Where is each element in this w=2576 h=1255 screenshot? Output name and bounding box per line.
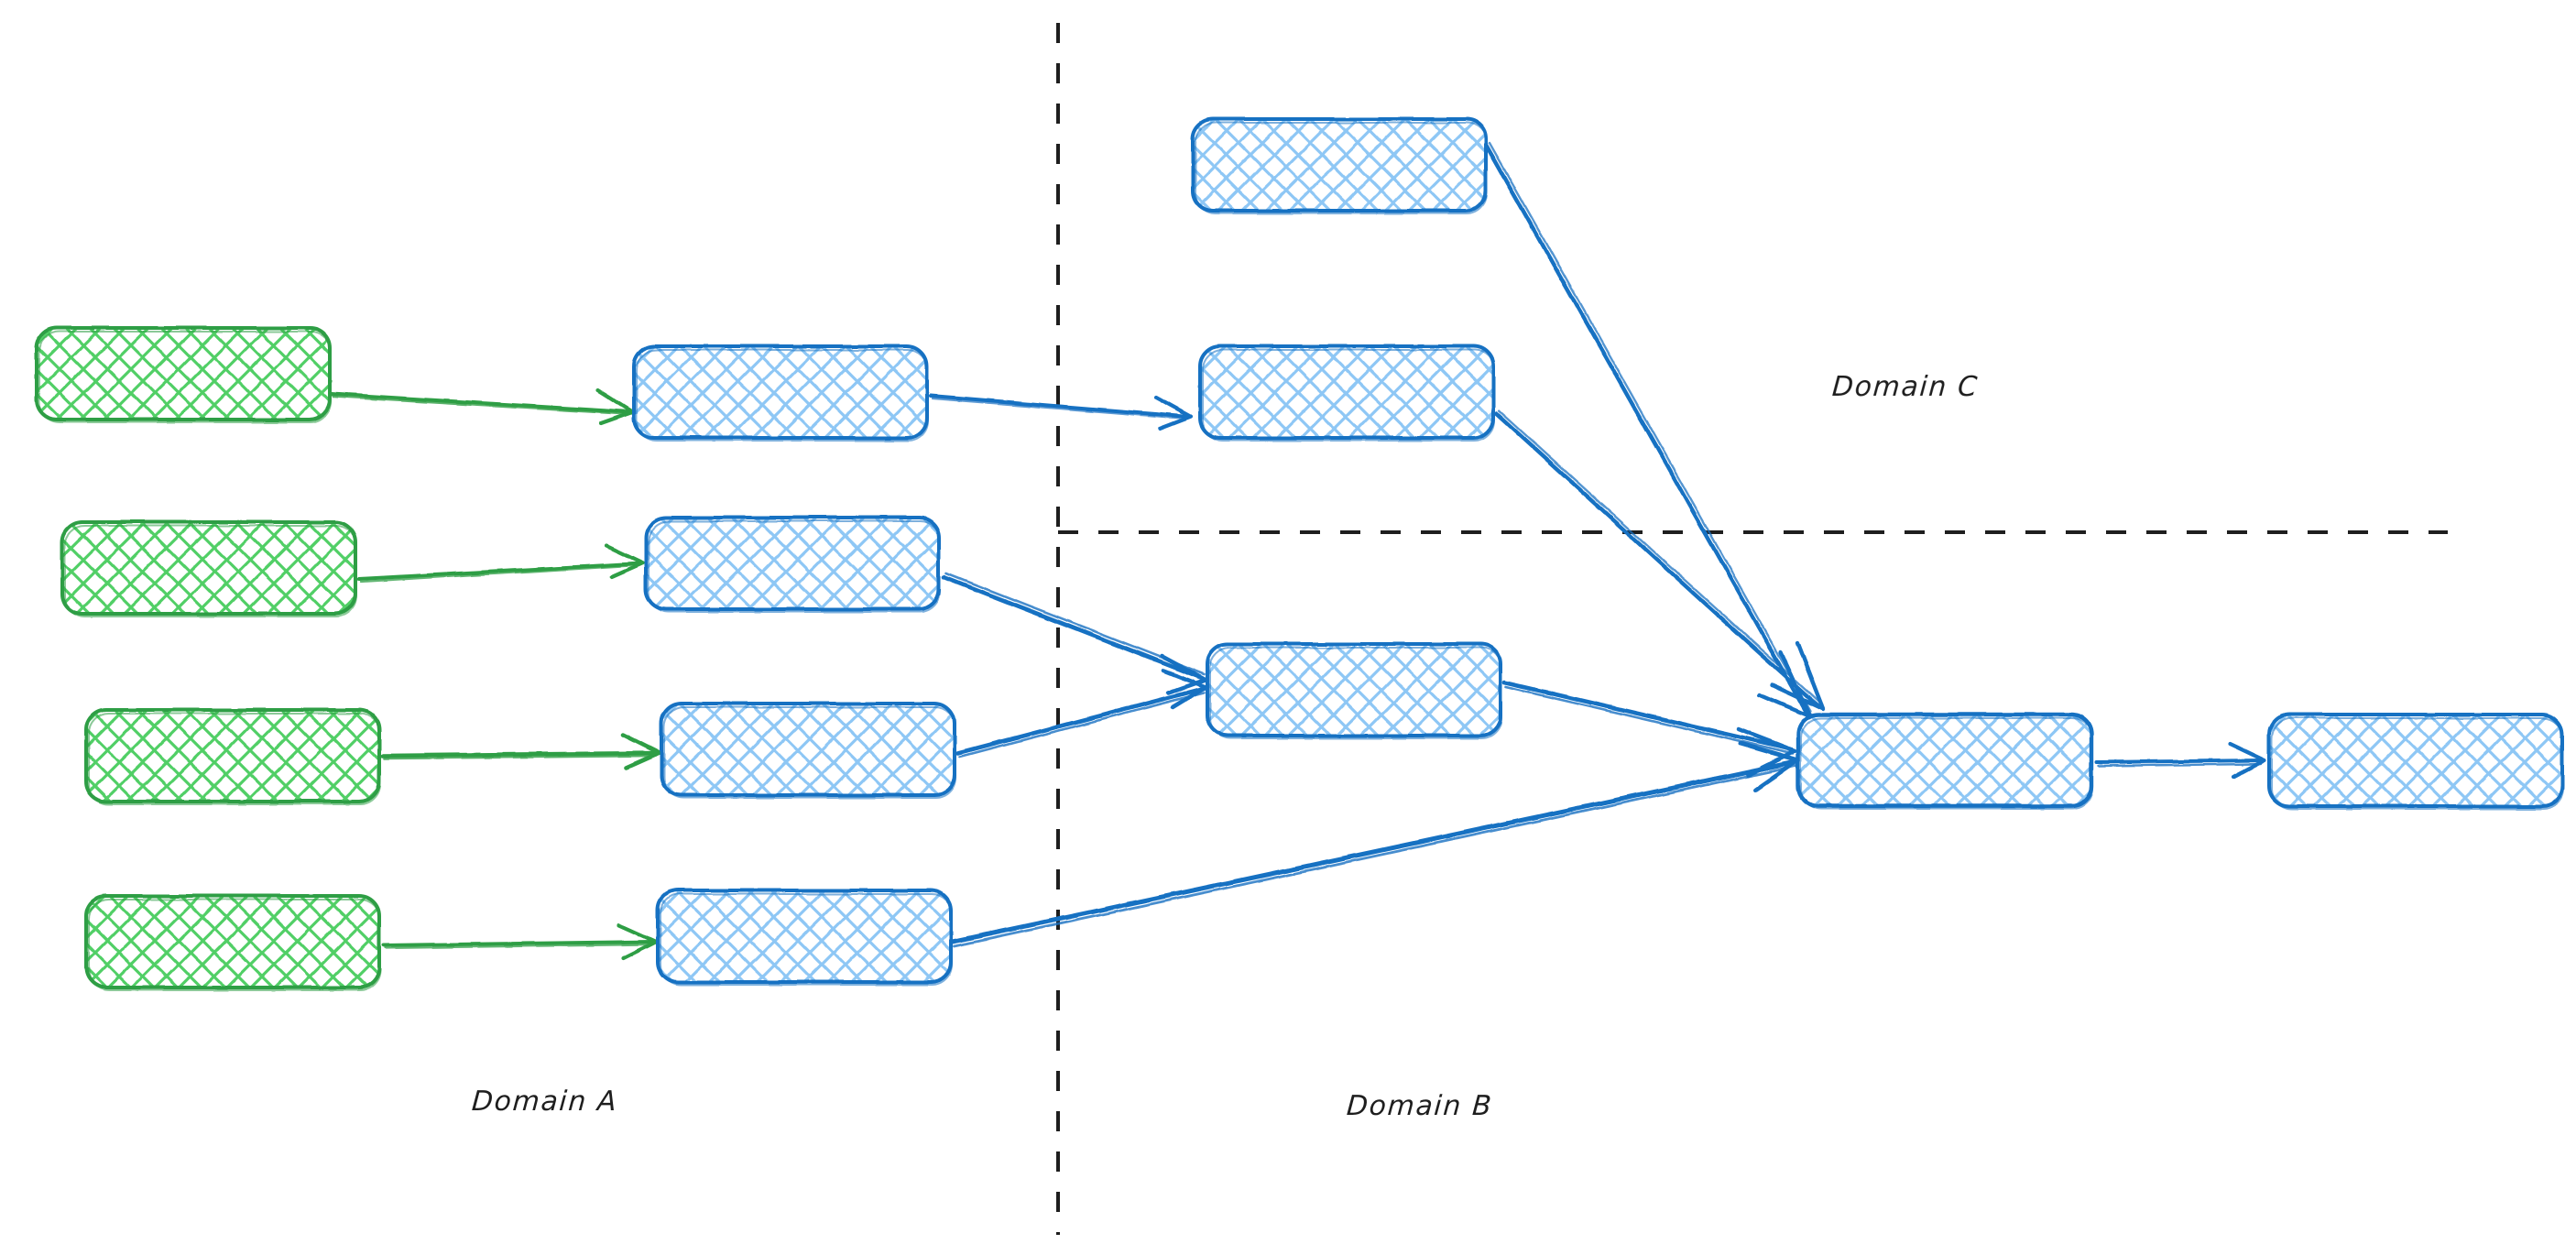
- edge-b4-d1[interactable]: [950, 741, 1800, 948]
- divider-group: [1056, 23, 2448, 1235]
- node-a4[interactable]: [84, 894, 381, 991]
- node-d1[interactable]: [1796, 712, 2094, 810]
- node-a3[interactable]: [84, 708, 381, 805]
- edge-c1-d1[interactable]: [1483, 141, 1813, 719]
- node-b1[interactable]: [632, 344, 929, 442]
- edge-b1-c2[interactable]: [929, 394, 1194, 431]
- edge-b2-c3[interactable]: [941, 572, 1208, 695]
- node-c3[interactable]: [1206, 642, 1502, 739]
- edge-b3-c3[interactable]: [955, 668, 1208, 758]
- edge-d1-d2[interactable]: [2094, 741, 2267, 780]
- edge-a2-b2[interactable]: [357, 543, 646, 584]
- node-c2[interactable]: [1198, 344, 1495, 442]
- domain-label-c: Domain C: [1830, 371, 1980, 403]
- edge-a4-b4[interactable]: [381, 922, 659, 961]
- node-a2[interactable]: [60, 520, 357, 617]
- domain-label-a: Domain A: [470, 1086, 619, 1118]
- edge-c3-d1[interactable]: [1501, 680, 1798, 778]
- node-b3[interactable]: [660, 702, 956, 799]
- node-b4[interactable]: [656, 889, 953, 986]
- node-c1[interactable]: [1191, 117, 1488, 214]
- node-group: [35, 117, 2564, 991]
- node-b2[interactable]: [644, 516, 941, 613]
- domain-label-b: Domain B: [1345, 1090, 1494, 1122]
- node-d2[interactable]: [2267, 713, 2564, 810]
- edge-c2-d1[interactable]: [1494, 409, 1826, 712]
- node-a1[interactable]: [35, 326, 332, 423]
- edge-group: [330, 141, 2267, 961]
- edge-a3-b3[interactable]: [380, 732, 662, 770]
- edge-a1-b1[interactable]: [330, 387, 635, 426]
